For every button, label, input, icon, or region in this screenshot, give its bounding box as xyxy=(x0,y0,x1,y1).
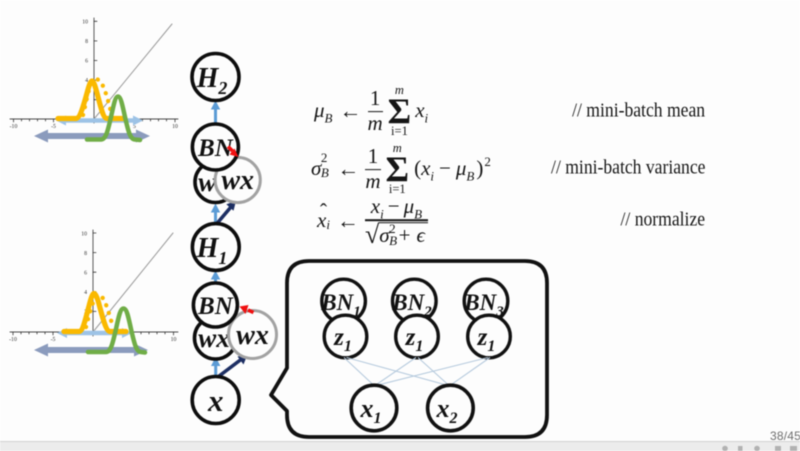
svg-text:wx: wx xyxy=(221,165,254,196)
svg-text:10: 10 xyxy=(172,124,178,130)
svg-text:-5: -5 xyxy=(51,124,56,130)
svg-text:wx: wx xyxy=(236,320,269,351)
svg-text:x: x xyxy=(207,383,224,418)
svg-text:4: 4 xyxy=(84,290,87,296)
svg-text:6: 6 xyxy=(85,59,88,65)
svg-text:5: 5 xyxy=(133,124,136,130)
svg-text:-10: -10 xyxy=(9,337,17,343)
svg-text:10: 10 xyxy=(81,232,87,238)
svg-text:-5: -5 xyxy=(51,337,56,343)
svg-text:BN: BN xyxy=(197,293,234,320)
svg-text:4: 4 xyxy=(85,78,88,84)
svg-text:10: 10 xyxy=(171,337,177,343)
svg-text:-10: -10 xyxy=(10,124,18,130)
svg-text:6: 6 xyxy=(84,271,87,277)
svg-text:10: 10 xyxy=(82,20,88,26)
svg-text:8: 8 xyxy=(85,39,88,45)
svg-text:8: 8 xyxy=(84,251,87,257)
